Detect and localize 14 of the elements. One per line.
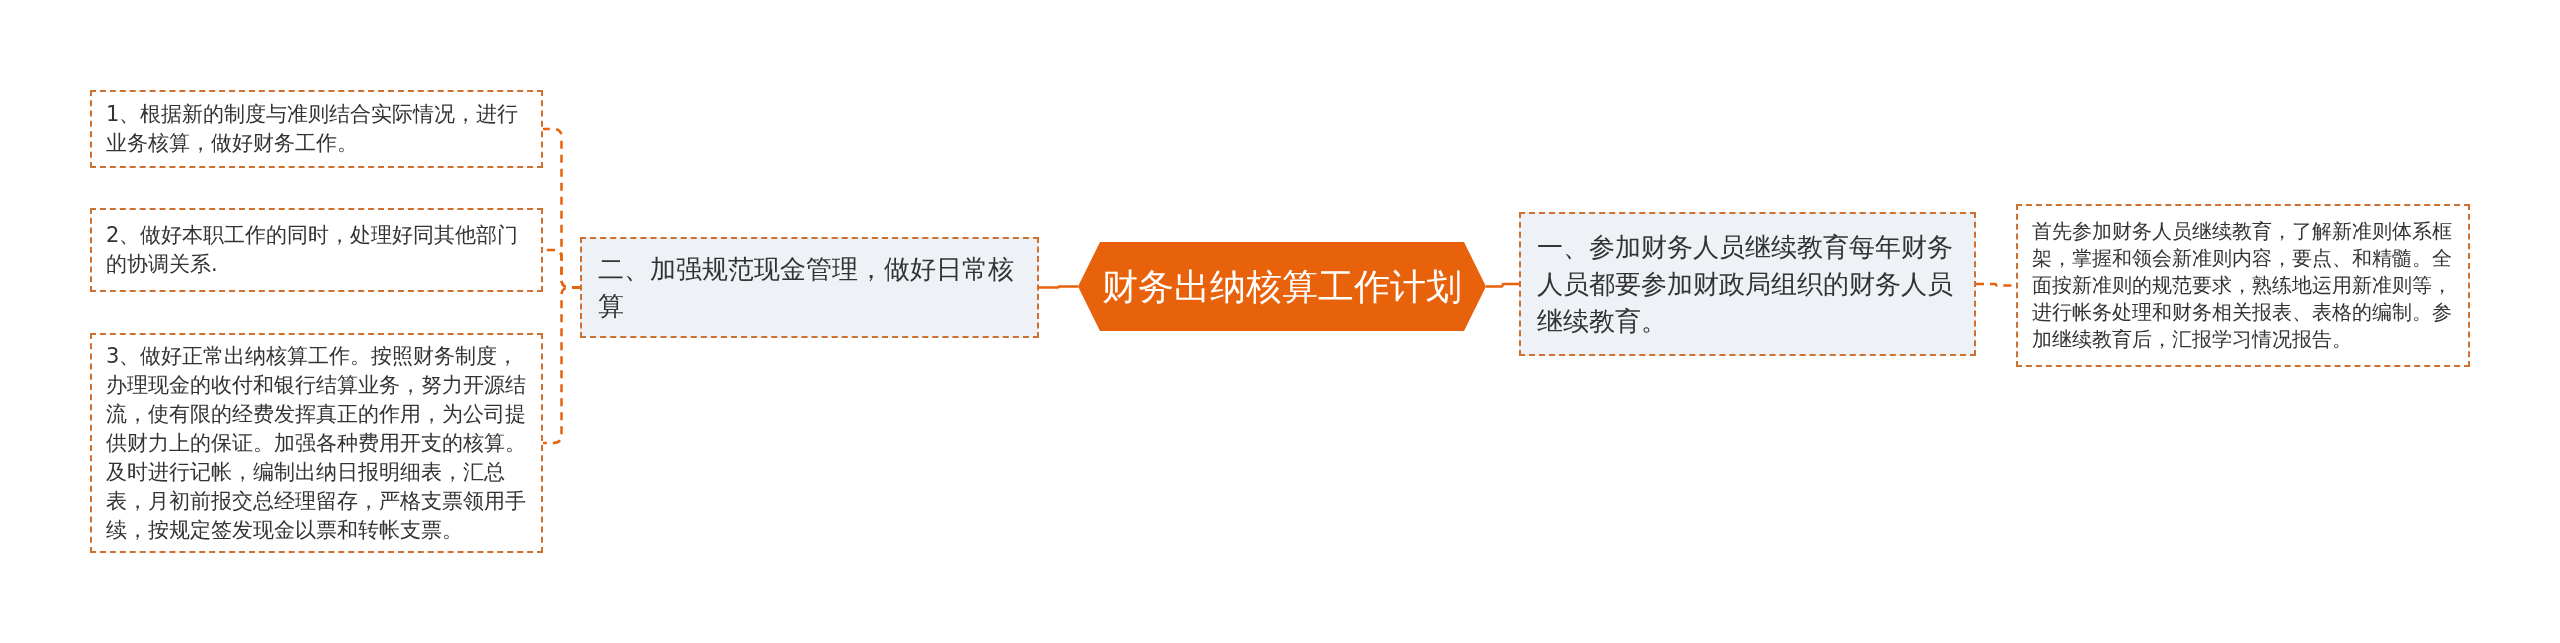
- detail-text: 1、根据新的制度与准则结合实际情况，进行业务核算，做好财务工作。: [106, 101, 520, 157]
- title-text: 财务出纳核算工作计划: [1102, 264, 1462, 309]
- detail-box: [90, 208, 543, 292]
- connector-line: [1039, 285, 1078, 289]
- topic-box: [1519, 212, 1976, 356]
- detail-box: [2016, 204, 2470, 367]
- detail-text: 3、做好正常出纳核算工作。按照财务制度，办理现金的收付和银行结算业务，努力开源结流，使有限的经费发挥真正的作用，为公司提供财力上的保证。加强各种费用开支的核算。及时进行记帐，编制出纳日报明细表，汇总表，月初前报交总经理留存，严格支票领用手续，按规定签发现金以票和转帐支票。: [106, 342, 527, 544]
- detail-box: [90, 90, 543, 168]
- topic-text: 二、加强规范现金管理，做好日常核算: [598, 252, 1015, 323]
- topic-text: 一、参加财务人员继续教育每年财务人员都要参加财政局组织的财务人员继续教育。: [1537, 230, 1954, 338]
- connector-line: [1486, 282, 1519, 288]
- detail-text: 首先参加财务人员继续教育，了解新准则体系框架，掌握和领会新准则内容，要点、和精髓。全面按新准则的规范要求，熟练地运用新准则等，进行帐务处理和财务相关报表、表格的编制。参加继续教育后，汇报学习情况报告。: [2032, 218, 2453, 353]
- topic-box: [580, 237, 1039, 338]
- detail-text: 2、做好本职工作的同时，处理好同其他部门的协调关系.: [106, 222, 520, 278]
